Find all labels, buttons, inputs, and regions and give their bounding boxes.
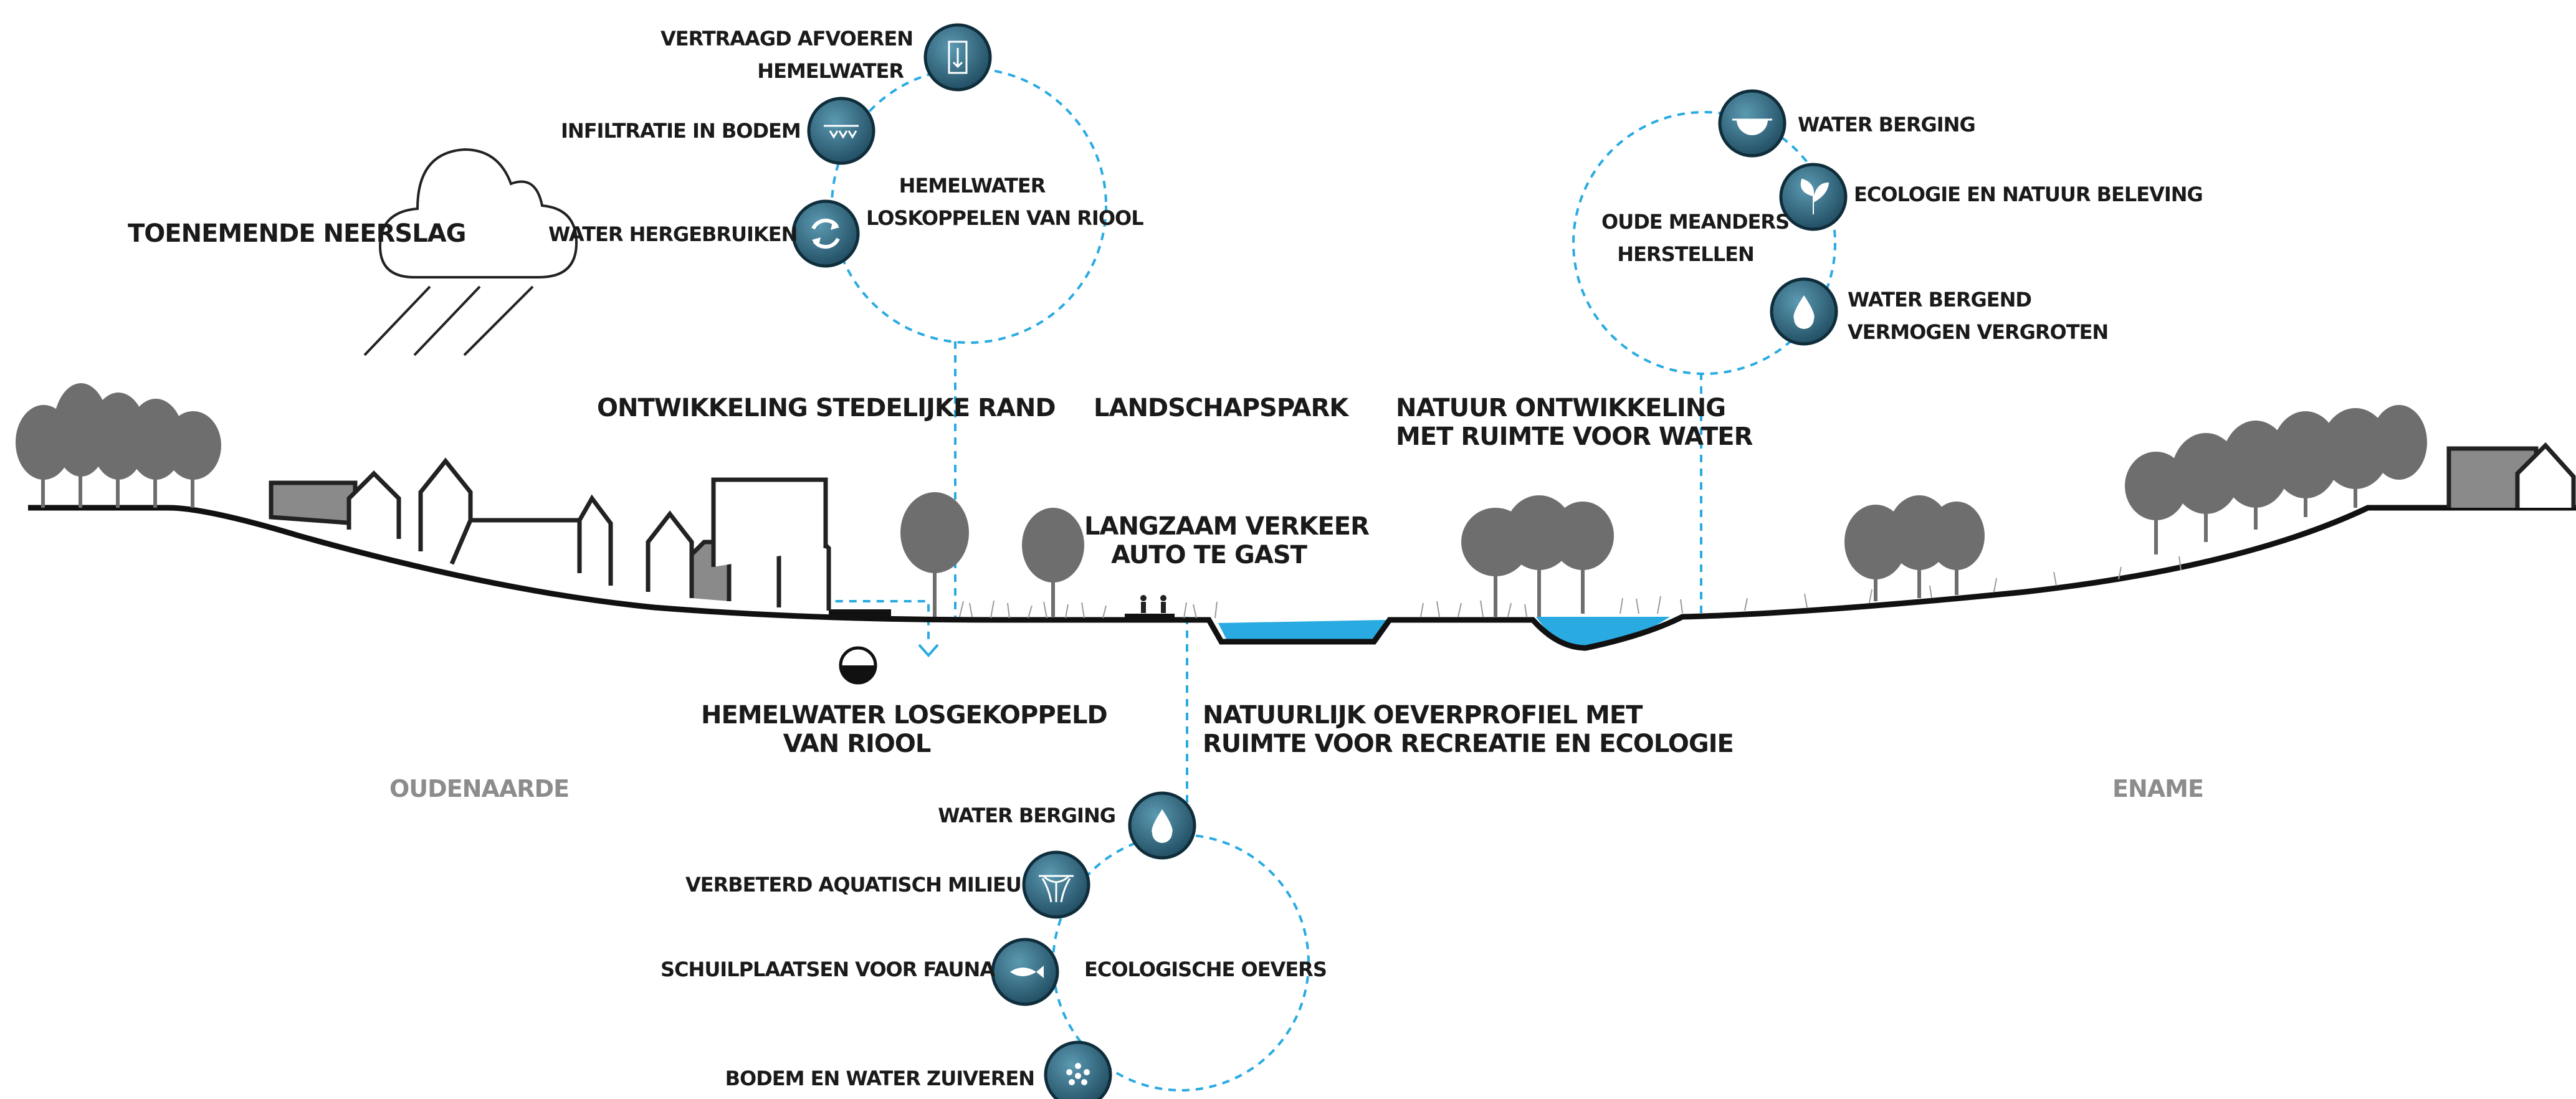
natural-bank-title: NATUURLIJK OEVERPROFIEL MET RUIMTE VOOR …: [1203, 701, 1734, 758]
tree-cluster-river: [1461, 495, 1614, 617]
delayed-discharge-icon: [923, 23, 992, 92]
rainwater-disconnected-title: HEMELWATER LOSGEKOPPELD VAN RIOOL: [701, 701, 1108, 758]
drain-arrow-icon: [918, 644, 939, 658]
rain-tank-icon: [839, 646, 877, 685]
house-row-2: [449, 477, 831, 611]
ground-profile: [28, 505, 2576, 651]
meander-pond: [1536, 617, 1670, 648]
banks-item-label-4: BODEM EN WATER ZUIVEREN: [725, 1067, 1035, 1090]
rainwater-cluster-title: HEMELWATER LOSKOPPELEN VAN RIOOL: [866, 174, 1144, 230]
banks-cluster-title: ECOLOGISCHE OEVERS: [1084, 958, 1327, 981]
tree-park-2: [1022, 508, 1084, 617]
river-channel: [1218, 620, 1386, 642]
slow-traffic-title: LANGZAAM VERKEER AUTO TE GAST: [1084, 512, 1370, 569]
buildings: [269, 442, 2576, 611]
urban-edge-title: ONTWIKKELING STEDELIJKE RAND: [597, 394, 1056, 422]
banks-item-label-1: WATER BERGING: [938, 804, 1116, 827]
tree-clusters: [16, 383, 2427, 617]
landscape-park-title: LANDSCHAPSPARK: [1094, 394, 1348, 422]
grass: [959, 556, 2182, 619]
tree-cluster-left: [16, 383, 221, 508]
recycle-icon: [791, 199, 860, 268]
pedestrians-icon: [1140, 595, 1166, 613]
path-segment-left: [829, 609, 891, 618]
banks-item-label-2: VERBETERD AQUATISCH MILIEU: [685, 873, 1022, 897]
meanders-cluster-circle: [1572, 111, 1836, 375]
rainwater-item-label-1: VERTRAAGD AFVOEREN HEMELWATER: [661, 27, 914, 83]
meanders-item-label-3: WATER BERGEND VERMOGEN VERGROTEN: [1848, 288, 2109, 344]
fish-icon: [991, 938, 1059, 1006]
rainwater-item-label-2: INFILTRATIE IN BODEM: [561, 119, 801, 143]
banks-item-label-3: SCHUILPLAATSEN VOOR FAUNA: [661, 958, 995, 981]
rain-title: TOENEMENDE NEERSLAG: [128, 219, 466, 248]
rainwater-item-label-3: WATER HERGEBRUIKEN: [548, 222, 798, 246]
water-drop-icon: [1770, 277, 1838, 346]
meanders-item-label-1: WATER BERGING: [1798, 113, 1976, 136]
meanders-cluster-title: OUDE MEANDERS HERSTELLEN: [1601, 210, 1790, 266]
nature-development-title: NATUUR ONTWIKKELING MET RUIMTE VOOR WATE…: [1396, 394, 1753, 451]
infiltration-icon: [807, 97, 875, 165]
meanders-item-label-2: ECOLOGIE EN NATUUR BELEVING: [1854, 183, 2203, 206]
leaf-icon: [1779, 163, 1848, 231]
tree-cluster-right: [2125, 405, 2427, 554]
place-label-left: OUDENAARDE: [389, 775, 570, 802]
water-storage-icon: [1718, 89, 1787, 158]
place-label-right: ENAME: [2112, 775, 2204, 802]
path-segment-mid: [1125, 614, 1175, 622]
tree-park-1: [900, 492, 969, 617]
house-row-1: [269, 457, 473, 554]
house-right: [2446, 442, 2576, 508]
water-bodies: [1218, 617, 1670, 648]
purify-icon: [1044, 1040, 1112, 1099]
tree-cluster-right-mid: [1844, 495, 1985, 601]
rain-cloud-icon: [363, 148, 578, 356]
water-drop-icon: [1128, 791, 1196, 860]
aquatic-plant-icon: [1022, 850, 1090, 919]
